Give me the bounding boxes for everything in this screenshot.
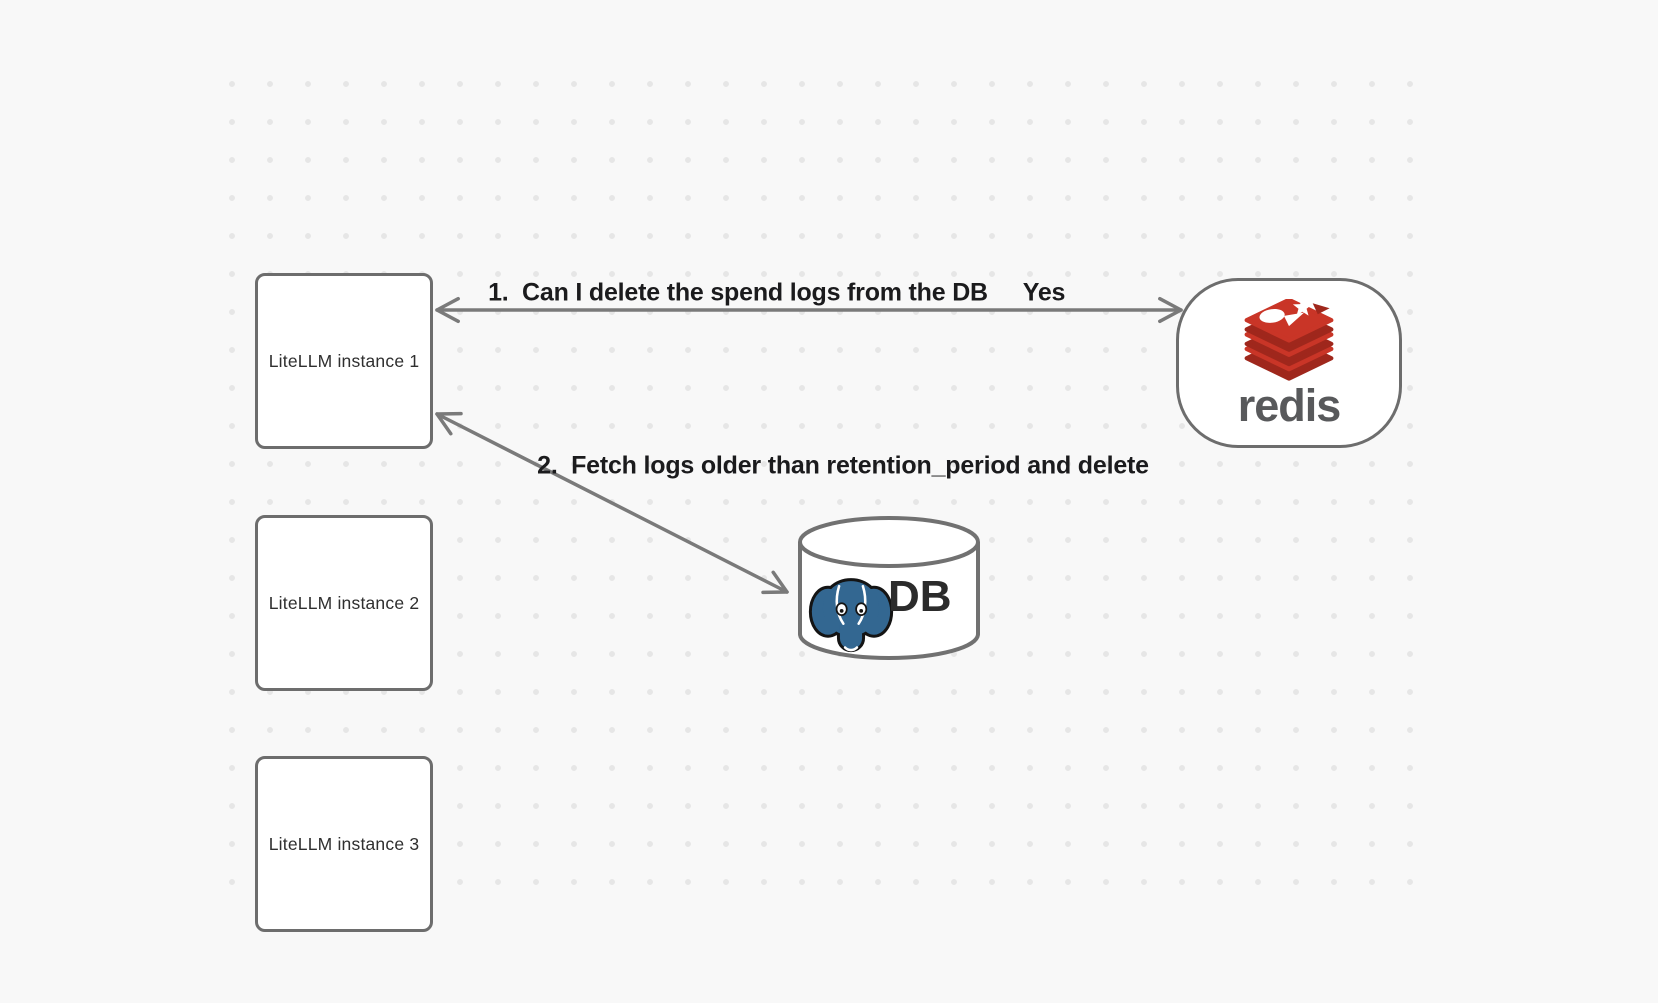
node-litellm-instance-1[interactable]: LiteLLM instance 1 (255, 273, 433, 449)
arrow1-answer-label[interactable]: Yes (1022, 278, 1066, 307)
redis-logo-icon (1244, 298, 1334, 381)
node-redis[interactable]: redis (1176, 278, 1402, 448)
node-litellm-instance-2[interactable]: LiteLLM instance 2 (255, 515, 433, 691)
redis-wordmark: redis (1237, 379, 1342, 431)
node-database[interactable]: DB (794, 514, 984, 664)
arrow1-label[interactable]: 1. Can I delete the spend logs from the … (488, 278, 988, 307)
node-label: LiteLLM instance 2 (268, 592, 420, 613)
database-label: DB (888, 572, 952, 621)
node-litellm-instance-3[interactable]: LiteLLM instance 3 (255, 756, 433, 932)
postgresql-elephant-icon (808, 578, 894, 653)
arrow2-label[interactable]: 2. Fetch logs older than retention_perio… (537, 451, 1149, 480)
node-label: LiteLLM instance 1 (268, 350, 420, 371)
node-label: LiteLLM instance 3 (268, 833, 420, 854)
